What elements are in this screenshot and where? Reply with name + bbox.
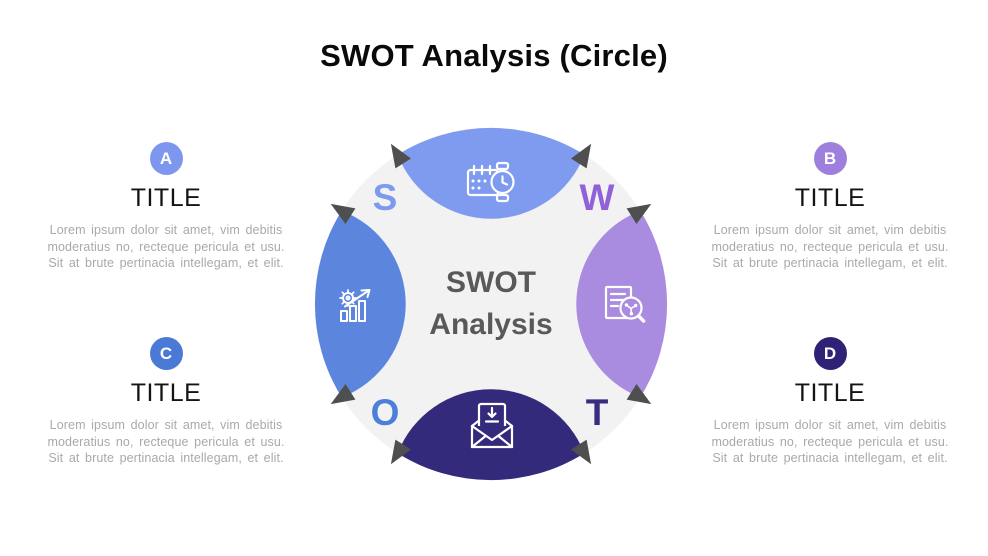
card-a-body-line: Sit at brute pertinacia intellegam, et e… [48,256,284,270]
card-a-body-line: Lorem ipsum dolor sit amet, vim debitis [49,223,283,237]
card-b-body-line: Sit at brute pertinacia intellegam, et e… [712,256,948,270]
card-c-title: TITLE [130,379,202,407]
card-a-body: Lorem ipsum dolor sit amet, vim debitis … [46,222,286,272]
card-d-body: Lorem ipsum dolor sit amet, vim debitis … [710,417,950,467]
card-c-body-line: Sit at brute pertinacia intellegam, et e… [48,451,284,465]
card-c-badge: C [149,337,183,370]
card-b-badge: B [813,142,847,175]
card-a: A TITLE Lorem ipsum dolor sit amet, vim … [46,142,286,272]
gear-growth-chart-icon [339,289,371,322]
letter-w: W [580,177,615,218]
page-title: SWOT Analysis (Circle) [320,38,668,73]
card-b-body-line: moderatius no, recteque pericula et usu. [711,239,949,254]
mail-download-icon [470,402,514,449]
card-a-badge: A [149,142,183,175]
card-b-body-line: Lorem ipsum dolor sit amet, vim debitis [713,223,947,237]
card-d-body-line: Sit at brute pertinacia intellegam, et e… [712,451,948,465]
center-label-line1: SWOT [446,266,536,299]
swot-circle-diagram: S W T O SWOT Analysis [314,127,668,481]
card-d: D TITLE Lorem ipsum dolor sit amet, vim … [710,337,950,467]
card-c-body: Lorem ipsum dolor sit amet, vim debitis … [46,417,286,467]
letter-s: S [373,177,398,218]
card-c-body-line: Lorem ipsum dolor sit amet, vim debitis [49,418,283,432]
card-a-title: TITLE [130,184,202,212]
document-search-icon [604,285,646,323]
card-d-body-line: Lorem ipsum dolor sit amet, vim debitis [713,418,947,432]
diagram-base-circle [315,128,667,480]
card-d-badge: D [813,337,847,370]
card-b: B TITLE Lorem ipsum dolor sit amet, vim … [710,142,950,272]
letter-o: O [371,392,400,433]
calendar-clock-icon [466,161,515,203]
card-b-title: TITLE [794,184,866,212]
card-c: C TITLE Lorem ipsum dolor sit amet, vim … [46,337,286,467]
card-a-body-line: moderatius no, recteque pericula et usu. [47,239,285,254]
letter-t: T [586,392,609,433]
center-label-line2: Analysis [429,308,552,341]
card-d-title: TITLE [794,379,866,407]
card-c-body-line: moderatius no, recteque pericula et usu. [47,434,285,449]
card-b-body: Lorem ipsum dolor sit amet, vim debitis … [710,222,950,272]
lens-left [314,210,406,398]
card-d-body-line: moderatius no, recteque pericula et usu. [711,434,949,449]
